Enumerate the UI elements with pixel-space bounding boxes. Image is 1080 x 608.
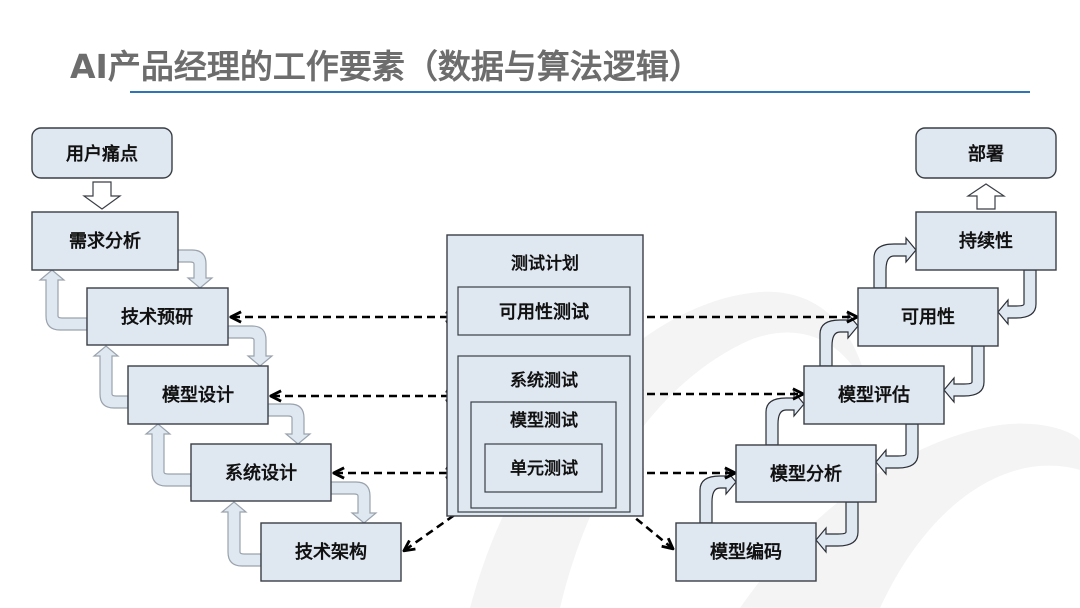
curved-up-arrow bbox=[92, 345, 129, 409]
curved-right-arrow bbox=[699, 468, 737, 524]
node-model-design[interactable]: 模型设计 bbox=[127, 365, 269, 425]
down-arrow-icon bbox=[82, 181, 122, 210]
title-divider bbox=[130, 91, 1030, 93]
node-label: 用户痛点 bbox=[66, 143, 138, 165]
node-label: 可用性测试 bbox=[499, 301, 589, 323]
curved-down-arrow bbox=[330, 481, 378, 524]
node-label: 需求分析 bbox=[69, 230, 141, 252]
dashed-bidirectional-arrow bbox=[405, 497, 480, 550]
node-label: 模型评估 bbox=[838, 384, 910, 406]
node-label: 部署 bbox=[968, 143, 1004, 165]
curved-left-arrow bbox=[815, 501, 859, 554]
curved-down-arrow bbox=[227, 325, 274, 367]
curved-right-arrow bbox=[819, 312, 859, 367]
node-model-coding[interactable]: 模型编码 bbox=[675, 522, 817, 582]
curved-right-arrow bbox=[765, 390, 805, 446]
curved-up-arrow bbox=[220, 501, 262, 567]
node-label: 技术架构 bbox=[295, 541, 367, 563]
node-label: 单元测试 bbox=[510, 458, 578, 479]
node-label: 模型分析 bbox=[770, 463, 842, 485]
node-usability[interactable]: 可用性 bbox=[857, 287, 999, 347]
node-label: 模型编码 bbox=[710, 541, 782, 563]
slide-title: AI产品经理的工作要素（数据与算法逻辑） bbox=[70, 47, 702, 86]
node-user-pain-point[interactable]: 用户痛点 bbox=[31, 127, 173, 179]
left-flow-arrows bbox=[38, 249, 378, 567]
node-label: 可用性 bbox=[901, 306, 955, 328]
node-label: 系统设计 bbox=[225, 462, 297, 484]
curved-left-arrow bbox=[997, 269, 1037, 326]
usability-test-box[interactable]: 可用性测试 bbox=[457, 286, 631, 336]
node-label: 模型测试 bbox=[510, 410, 578, 431]
curved-right-arrow bbox=[873, 236, 917, 289]
curved-down-arrow bbox=[177, 249, 214, 289]
node-label: 持续性 bbox=[959, 230, 1013, 252]
node-label: 技术预研 bbox=[121, 306, 193, 328]
node-deployment[interactable]: 部署 bbox=[915, 127, 1057, 179]
node-model-evaluation[interactable]: 模型评估 bbox=[803, 365, 945, 425]
curved-up-arrow bbox=[38, 269, 88, 331]
curved-left-arrow bbox=[875, 423, 919, 476]
watermark-swoosh bbox=[470, 291, 1080, 608]
node-sustainability[interactable]: 持续性 bbox=[915, 211, 1057, 271]
curved-down-arrow bbox=[267, 403, 312, 445]
node-label: 模型设计 bbox=[162, 384, 234, 406]
node-requirement-analysis[interactable]: 需求分析 bbox=[31, 211, 179, 271]
right-flow-arrows bbox=[699, 236, 1037, 554]
node-label: 系统测试 bbox=[510, 370, 578, 391]
curved-left-arrow bbox=[943, 345, 985, 404]
test-plan-title: 测试计划 bbox=[511, 253, 579, 274]
unit-test-box[interactable]: 单元测试 bbox=[484, 443, 603, 493]
curved-up-arrow bbox=[144, 423, 192, 487]
node-tech-architecture[interactable]: 技术架构 bbox=[260, 522, 402, 582]
node-system-design[interactable]: 系统设计 bbox=[190, 443, 332, 502]
node-model-analysis[interactable]: 模型分析 bbox=[735, 444, 877, 503]
node-tech-research[interactable]: 技术预研 bbox=[86, 287, 229, 346]
up-arrow-icon bbox=[966, 183, 1006, 210]
